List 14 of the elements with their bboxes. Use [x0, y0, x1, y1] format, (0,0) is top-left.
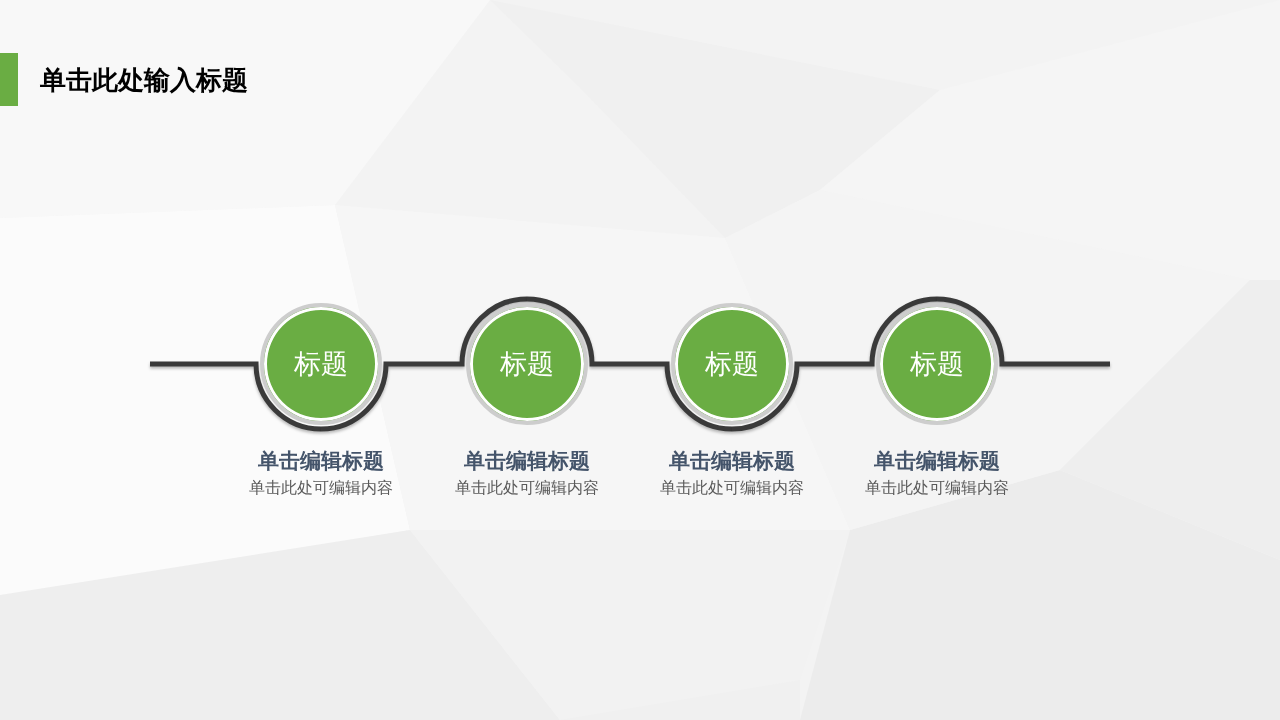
step-description: 单击此处可编辑内容	[454, 478, 600, 499]
step-title: 单击编辑标题	[668, 448, 796, 475]
step-description: 单击此处可编辑内容	[659, 478, 805, 499]
step-description: 单击此处可编辑内容	[248, 478, 394, 499]
connector-line	[150, 361, 322, 432]
step-description: 单击此处可编辑内容	[864, 478, 1010, 499]
connector-line	[526, 296, 733, 432]
step-title: 单击编辑标题	[257, 448, 385, 475]
step-title: 单击编辑标题	[873, 448, 1001, 475]
connector-line	[936, 296, 1110, 367]
connector-line	[731, 296, 938, 432]
step-title: 单击编辑标题	[463, 448, 591, 475]
connector-line	[320, 296, 528, 432]
slide-title: 单击此处输入标题	[40, 64, 248, 97]
